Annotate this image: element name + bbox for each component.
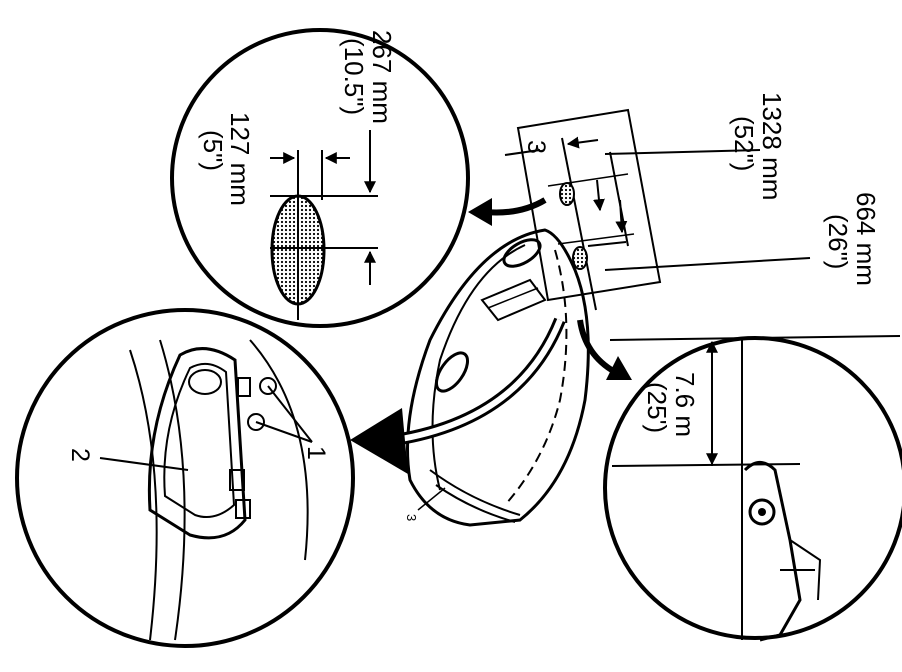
- beam-pattern-detail: [170, 28, 470, 328]
- callout-3: 3: [522, 140, 550, 154]
- adjuster-screw-lower[interactable]: [247, 413, 265, 431]
- callout-3-lower: 3: [404, 514, 419, 521]
- label-664mm: 664 mm: [851, 192, 881, 286]
- label-267mm: 267 mm: [367, 30, 397, 124]
- beam-spot-right: [572, 246, 588, 270]
- callout-2: 2: [66, 448, 94, 462]
- aiming-distance-detail: [603, 335, 902, 642]
- headlamp-adjuster-detail: [15, 308, 355, 648]
- car-headlamp-right: [434, 351, 470, 393]
- beam-spot-left: [559, 182, 575, 206]
- label-26in: (26"): [823, 214, 853, 269]
- adjuster-screw-upper[interactable]: [259, 377, 277, 395]
- callout-1: 1: [302, 446, 330, 460]
- label-7-6m: 7.6 m: [670, 372, 700, 437]
- label-25ft: (25'): [642, 382, 672, 433]
- detail-arrow-top: [468, 197, 547, 226]
- car-headlamp-left: [502, 238, 542, 268]
- label-127mm: 127 mm: [225, 112, 255, 206]
- label-1328mm: 1328 mm: [757, 92, 787, 200]
- label-10-5in: (10.5"): [339, 38, 369, 115]
- detail-arrow-left: [350, 317, 566, 474]
- aiming-screen: [504, 108, 811, 311]
- car-wheel: [748, 498, 776, 526]
- headlamp-lens: [188, 369, 222, 395]
- label-52in: (52"): [729, 116, 759, 171]
- label-5in: (5"): [198, 130, 228, 171]
- detail-arrow-bottom-right: [577, 319, 632, 380]
